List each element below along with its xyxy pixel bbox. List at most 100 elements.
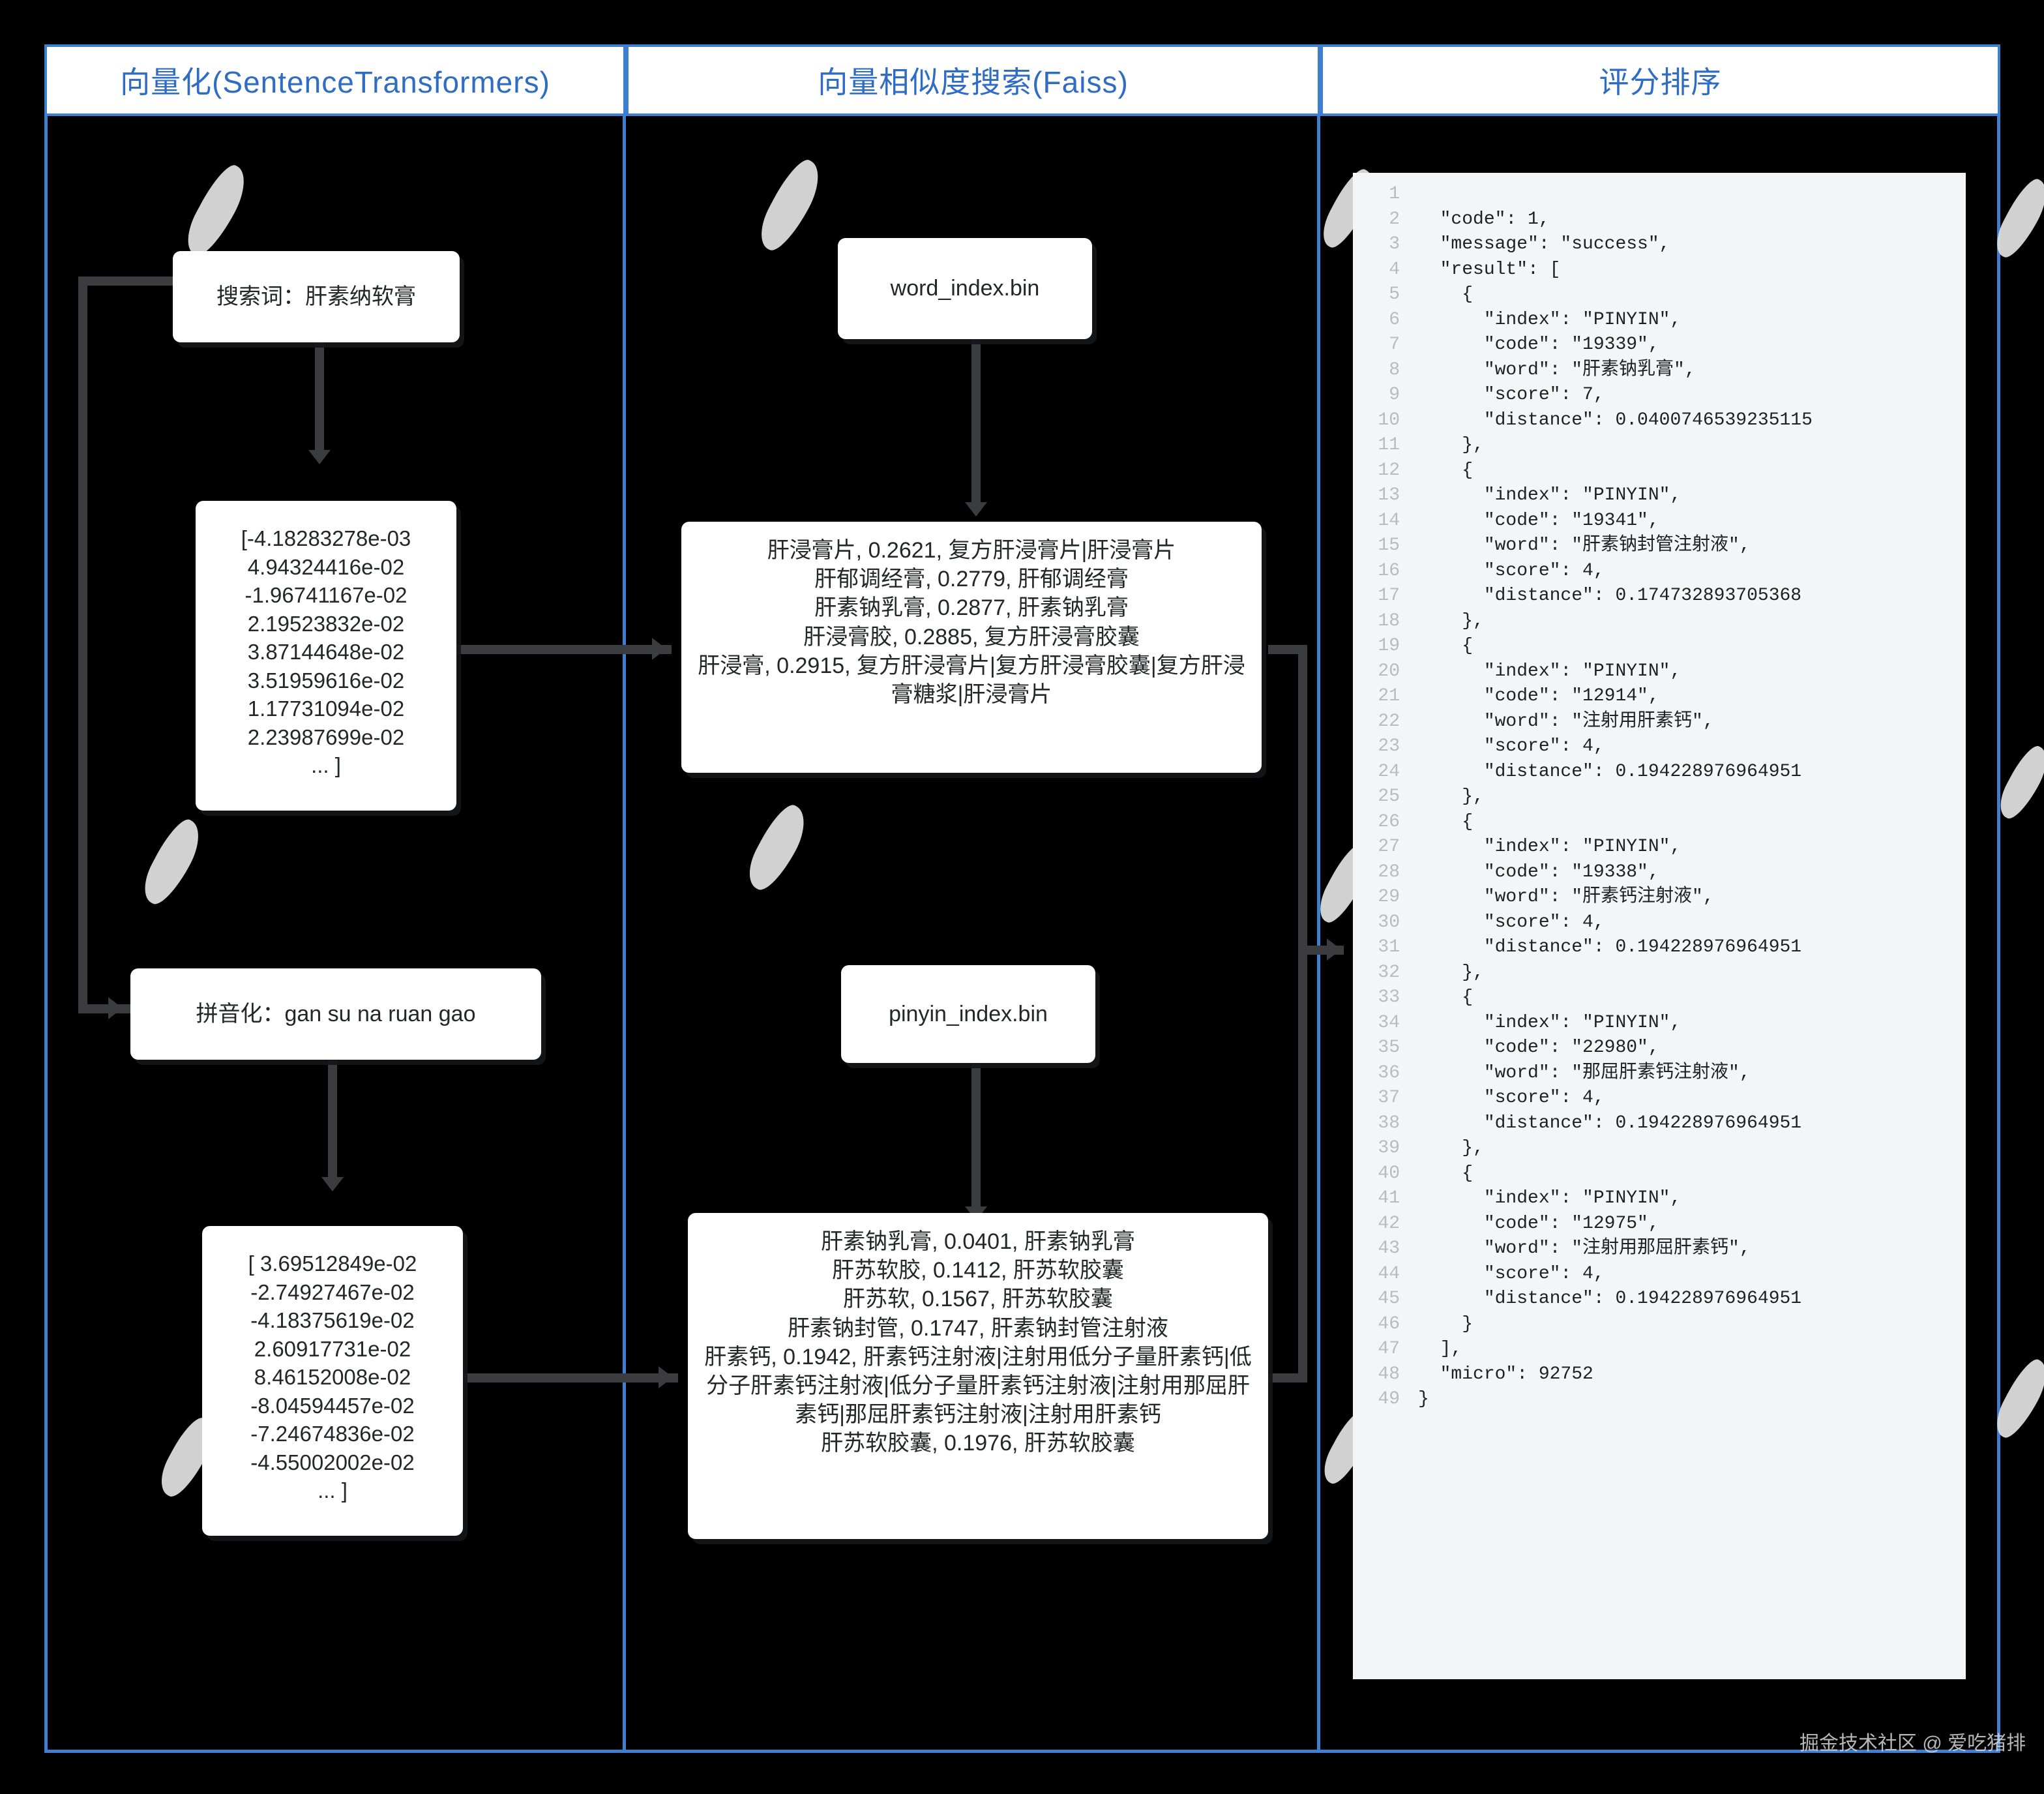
code-line: "code": "19339",	[1418, 335, 1659, 355]
vector-line: -7.24674836e-02	[250, 1422, 415, 1446]
code-line: "distance": 0.194228976964951	[1418, 1113, 1802, 1133]
vector-line: -4.55002002e-02	[250, 1450, 415, 1474]
arrow-pinyin-vector	[321, 1177, 344, 1191]
code-line-number: 46	[1378, 1313, 1400, 1334]
node-word-index-file[interactable]: word_index.bin	[838, 238, 1092, 339]
code-line: "result": [	[1418, 259, 1561, 280]
code-line: "word": "注射用那屈肝素钙",	[1418, 1238, 1751, 1259]
column-header-search-label: 向量相似度搜索(Faiss)	[818, 65, 1129, 99]
code-line: {	[1418, 284, 1474, 305]
code-line	[1418, 182, 1966, 207]
wire-left-bus	[78, 277, 87, 1013]
code-line: "message": "success",	[1418, 234, 1670, 254]
code-line-number: 32	[1378, 962, 1400, 983]
result-line: 肝苏软胶, 0.1412, 肝苏软胶囊	[832, 1258, 1124, 1283]
code-line: "score": 4,	[1418, 1263, 1605, 1284]
code-line: "index": "PINYIN",	[1418, 837, 1681, 857]
code-line: {	[1418, 636, 1474, 656]
result-line: 肝浸膏, 0.2915, 复方肝浸膏片|复方肝浸膏胶囊|复方肝浸膏糖浆|肝浸膏片	[698, 653, 1245, 707]
vector-line: -1.96741167e-02	[244, 583, 407, 608]
result-line: 肝素钠乳膏, 0.0401, 肝素钠乳膏	[821, 1229, 1135, 1254]
code-line-number: 9	[1389, 385, 1400, 405]
result-line: 肝素钙, 0.1942, 肝素钙注射液|注射用低分子量肝素钙|低分子肝素钙注射液…	[704, 1344, 1252, 1428]
code-line: "distance": 0.174732893705368	[1418, 586, 1802, 606]
code-line: ],	[1418, 1339, 1462, 1359]
code-line: "distance": 0.194228976964951	[1418, 761, 1802, 782]
result-line: 肝素钠乳膏, 0.2877, 肝素钠乳膏	[814, 595, 1129, 621]
code-line-number: 43	[1378, 1238, 1400, 1259]
node-vector-word[interactable]: [-4.18283278e-03 4.94324416e-02 -1.96741…	[196, 501, 456, 811]
code-line-number: 1	[1389, 184, 1400, 204]
code-line-number: 33	[1378, 987, 1400, 1008]
code-line: },	[1418, 610, 1484, 631]
node-pinyin-index-file[interactable]: pinyin_index.bin	[841, 965, 1095, 1063]
code-line-number: 8	[1389, 359, 1400, 380]
code-line: "distance": 0.194228976964951	[1418, 937, 1802, 957]
result-line: 肝苏软, 0.1567, 肝苏软胶囊	[843, 1287, 1113, 1312]
node-pinyin-index-file-label: pinyin_index.bin	[889, 1001, 1048, 1026]
code-line-number: 49	[1378, 1389, 1400, 1409]
code-line-number: 37	[1378, 1088, 1400, 1108]
code-line: "word": "注射用肝素钙",	[1418, 711, 1714, 732]
vector-line: -8.04594457e-02	[250, 1393, 415, 1418]
vector-line: ... ]	[318, 1478, 348, 1503]
vector-line: 2.60917731e-02	[254, 1336, 411, 1361]
code-line: "index": "PINYIN",	[1418, 1012, 1681, 1033]
code-line: "index": "PINYIN",	[1418, 309, 1681, 330]
code-line: {	[1418, 811, 1474, 832]
result-line: 肝浸膏片, 0.2621, 复方肝浸膏片|肝浸膏片	[767, 538, 1176, 563]
code-line: },	[1418, 435, 1484, 455]
code-line-number: 26	[1378, 811, 1400, 832]
node-search-term-label: 搜索词：肝素纳软膏	[216, 284, 416, 309]
code-line-number: 40	[1378, 1163, 1400, 1184]
code-line: "score": 4,	[1418, 736, 1605, 756]
result-line: 肝苏软胶囊, 0.1976, 肝苏软胶囊	[821, 1431, 1135, 1456]
code-line: "index": "PINYIN",	[1418, 485, 1681, 505]
code-line-number: 16	[1378, 560, 1400, 581]
vector-line: 8.46152008e-02	[254, 1365, 411, 1390]
code-line-number: 24	[1378, 761, 1400, 782]
column-divider-2	[1317, 44, 1320, 1753]
code-line-number: 2	[1389, 209, 1400, 230]
vector-line: 2.23987699e-02	[247, 725, 405, 749]
column-header-vectorize: 向量化(SentenceTransformers)	[44, 44, 626, 116]
vector-line: 4.94324416e-02	[247, 554, 405, 579]
code-line-number: 35	[1378, 1038, 1400, 1058]
wire-searchterm-left	[78, 277, 183, 286]
code-line-number: 5	[1389, 284, 1400, 305]
code-line: },	[1418, 786, 1484, 807]
arrow-vector-pinyinresults	[659, 1366, 673, 1388]
code-content: "code": 1, "message": "success", "result…	[1408, 173, 1966, 1679]
node-pinyin-results[interactable]: 肝素钠乳膏, 0.0401, 肝素钠乳膏 肝苏软胶, 0.1412, 肝苏软胶囊…	[688, 1213, 1268, 1539]
vector-line: ... ]	[311, 753, 341, 778]
node-word-results[interactable]: 肝浸膏片, 0.2621, 复方肝浸膏片|肝浸膏片 肝郁调经膏, 0.2779,…	[681, 522, 1262, 773]
wire-vector-pinyinresults	[463, 1373, 678, 1383]
code-line-number: 45	[1378, 1289, 1400, 1309]
node-vector-pinyin[interactable]: [ 3.69512849e-02 -2.74927467e-02 -4.1837…	[202, 1226, 463, 1536]
result-line: 肝浸膏胶, 0.2885, 复方肝浸膏胶囊	[803, 624, 1140, 650]
code-line-number: 47	[1378, 1339, 1400, 1359]
wire-wordindex-results	[971, 339, 981, 509]
code-line: "code": "22980",	[1418, 1038, 1659, 1058]
code-line: "distance": 0.0400746539235115	[1418, 410, 1813, 430]
vector-line: -4.18375619e-02	[250, 1308, 415, 1333]
code-line: "score": 4,	[1418, 560, 1605, 581]
code-line-number: 34	[1378, 1012, 1400, 1033]
wire-right-bus	[1298, 645, 1307, 1382]
code-line: "score": 4,	[1418, 1088, 1605, 1108]
vector-line: -2.74927467e-02	[250, 1279, 415, 1304]
code-line-number: 30	[1378, 912, 1400, 933]
code-line: "word": "肝素钠乳膏",	[1418, 359, 1696, 380]
column-divider-1	[623, 44, 626, 1753]
code-line-number: 27	[1378, 837, 1400, 857]
code-line: "distance": 0.194228976964951	[1418, 1289, 1802, 1309]
code-line: "code": 1,	[1418, 209, 1550, 230]
arrow-to-pinyin	[108, 997, 123, 1019]
wire-wordresults-right	[1268, 645, 1307, 654]
code-line-number: 25	[1378, 786, 1400, 807]
node-pinyin[interactable]: 拼音化：gan su na ruan gao	[130, 968, 541, 1060]
node-search-term[interactable]: 搜索词：肝素纳软膏	[173, 251, 460, 342]
code-line: "word": "那屈肝素钙注射液",	[1418, 1062, 1751, 1083]
